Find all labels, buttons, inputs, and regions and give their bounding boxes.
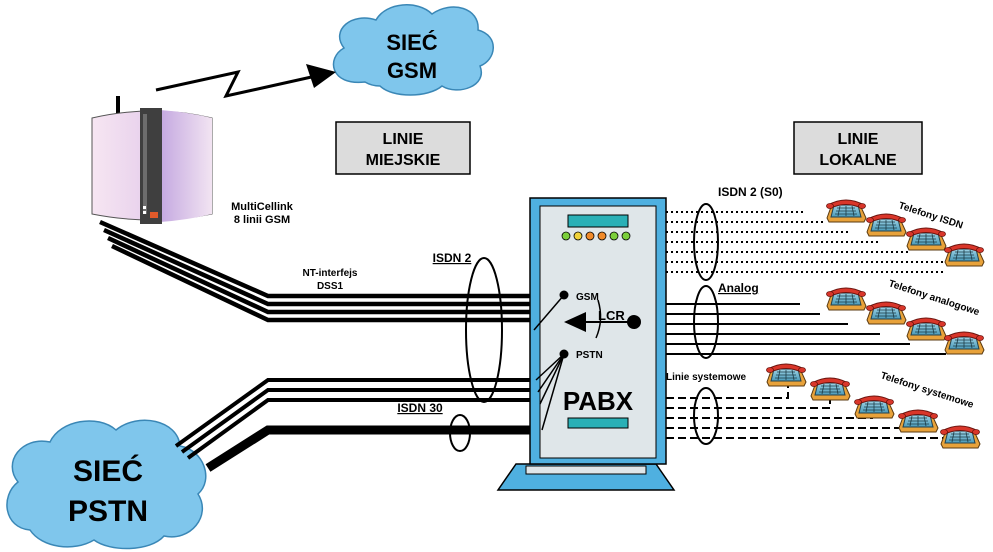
system-phone bbox=[810, 377, 851, 401]
system-phone bbox=[766, 363, 807, 387]
gsm-port-dot bbox=[559, 290, 569, 300]
gsm-port-label: GSM bbox=[576, 292, 599, 303]
local-lines-line1: LINIE bbox=[838, 131, 879, 148]
pabx-cabinet bbox=[496, 197, 676, 491]
multicellink-device bbox=[91, 96, 213, 224]
isdn-phone bbox=[866, 213, 907, 237]
analog-label: Analog bbox=[718, 281, 759, 295]
nt-interface-label: NT-interfejs bbox=[302, 268, 357, 279]
analog-phone bbox=[944, 331, 985, 355]
radio-link-arrow bbox=[155, 64, 336, 99]
system-phone bbox=[854, 395, 895, 419]
gsm-cloud-line1: SIEĆ bbox=[386, 30, 437, 55]
isdn2-label: ISDN 2 bbox=[433, 251, 472, 265]
system-phones bbox=[766, 363, 981, 449]
isdn-phone bbox=[944, 243, 985, 267]
local-lines-box: LINIE LOKALNE bbox=[793, 121, 923, 175]
analog-local-lines bbox=[666, 303, 946, 355]
lcr-label: LCR bbox=[598, 308, 625, 323]
isdn-phone bbox=[906, 227, 947, 251]
pstn-port-label: PSTN bbox=[576, 350, 603, 361]
isdn-phones-label: Telefony ISDN bbox=[897, 200, 964, 231]
lcr-dot bbox=[627, 315, 641, 329]
pstn-trunk-cables bbox=[174, 378, 540, 472]
pabx-label: PABX bbox=[563, 386, 634, 416]
pstn-cloud: SIEĆ PSTN bbox=[6, 419, 207, 550]
device-label-line2: 8 linii GSM bbox=[234, 214, 290, 226]
pstn-cloud-line2: PSTN bbox=[68, 495, 148, 528]
system-phone bbox=[940, 425, 981, 449]
system-phones-label: Telefony systemowe bbox=[879, 370, 975, 411]
analog-phone bbox=[906, 317, 947, 341]
local-group-ellipse bbox=[693, 203, 719, 445]
local-lines-line2: LOKALNE bbox=[819, 152, 897, 169]
city-lines-box: LINIE MIEJSKIE bbox=[335, 121, 471, 175]
city-lines-line1: LINIE bbox=[383, 131, 424, 148]
device-label-line1: MultiCellink bbox=[231, 201, 294, 213]
isdn-phone bbox=[826, 199, 867, 223]
isdn30-label: ISDN 30 bbox=[397, 401, 443, 415]
pstn-cloud-line1: SIEĆ bbox=[73, 454, 143, 488]
system-lines-label: Linie systemowe bbox=[666, 372, 746, 383]
pabx-internal-wiring bbox=[533, 294, 632, 431]
isdn-s0-label: ISDN 2 (S0) bbox=[718, 185, 783, 199]
system-phone bbox=[898, 409, 939, 433]
dss1-label: DSS1 bbox=[317, 281, 344, 292]
gsm-cloud-line2: GSM bbox=[387, 58, 437, 83]
analog-phone bbox=[866, 301, 907, 325]
gsm-trunk-cables bbox=[99, 219, 540, 323]
pstn-port-dot bbox=[559, 349, 569, 359]
trunk-group-ellipse bbox=[449, 257, 503, 452]
gsm-cloud: SIEĆ GSM bbox=[332, 4, 494, 96]
lcr-arrow bbox=[564, 312, 586, 332]
analog-phone bbox=[826, 287, 867, 311]
city-lines-line2: MIEJSKIE bbox=[366, 152, 441, 169]
